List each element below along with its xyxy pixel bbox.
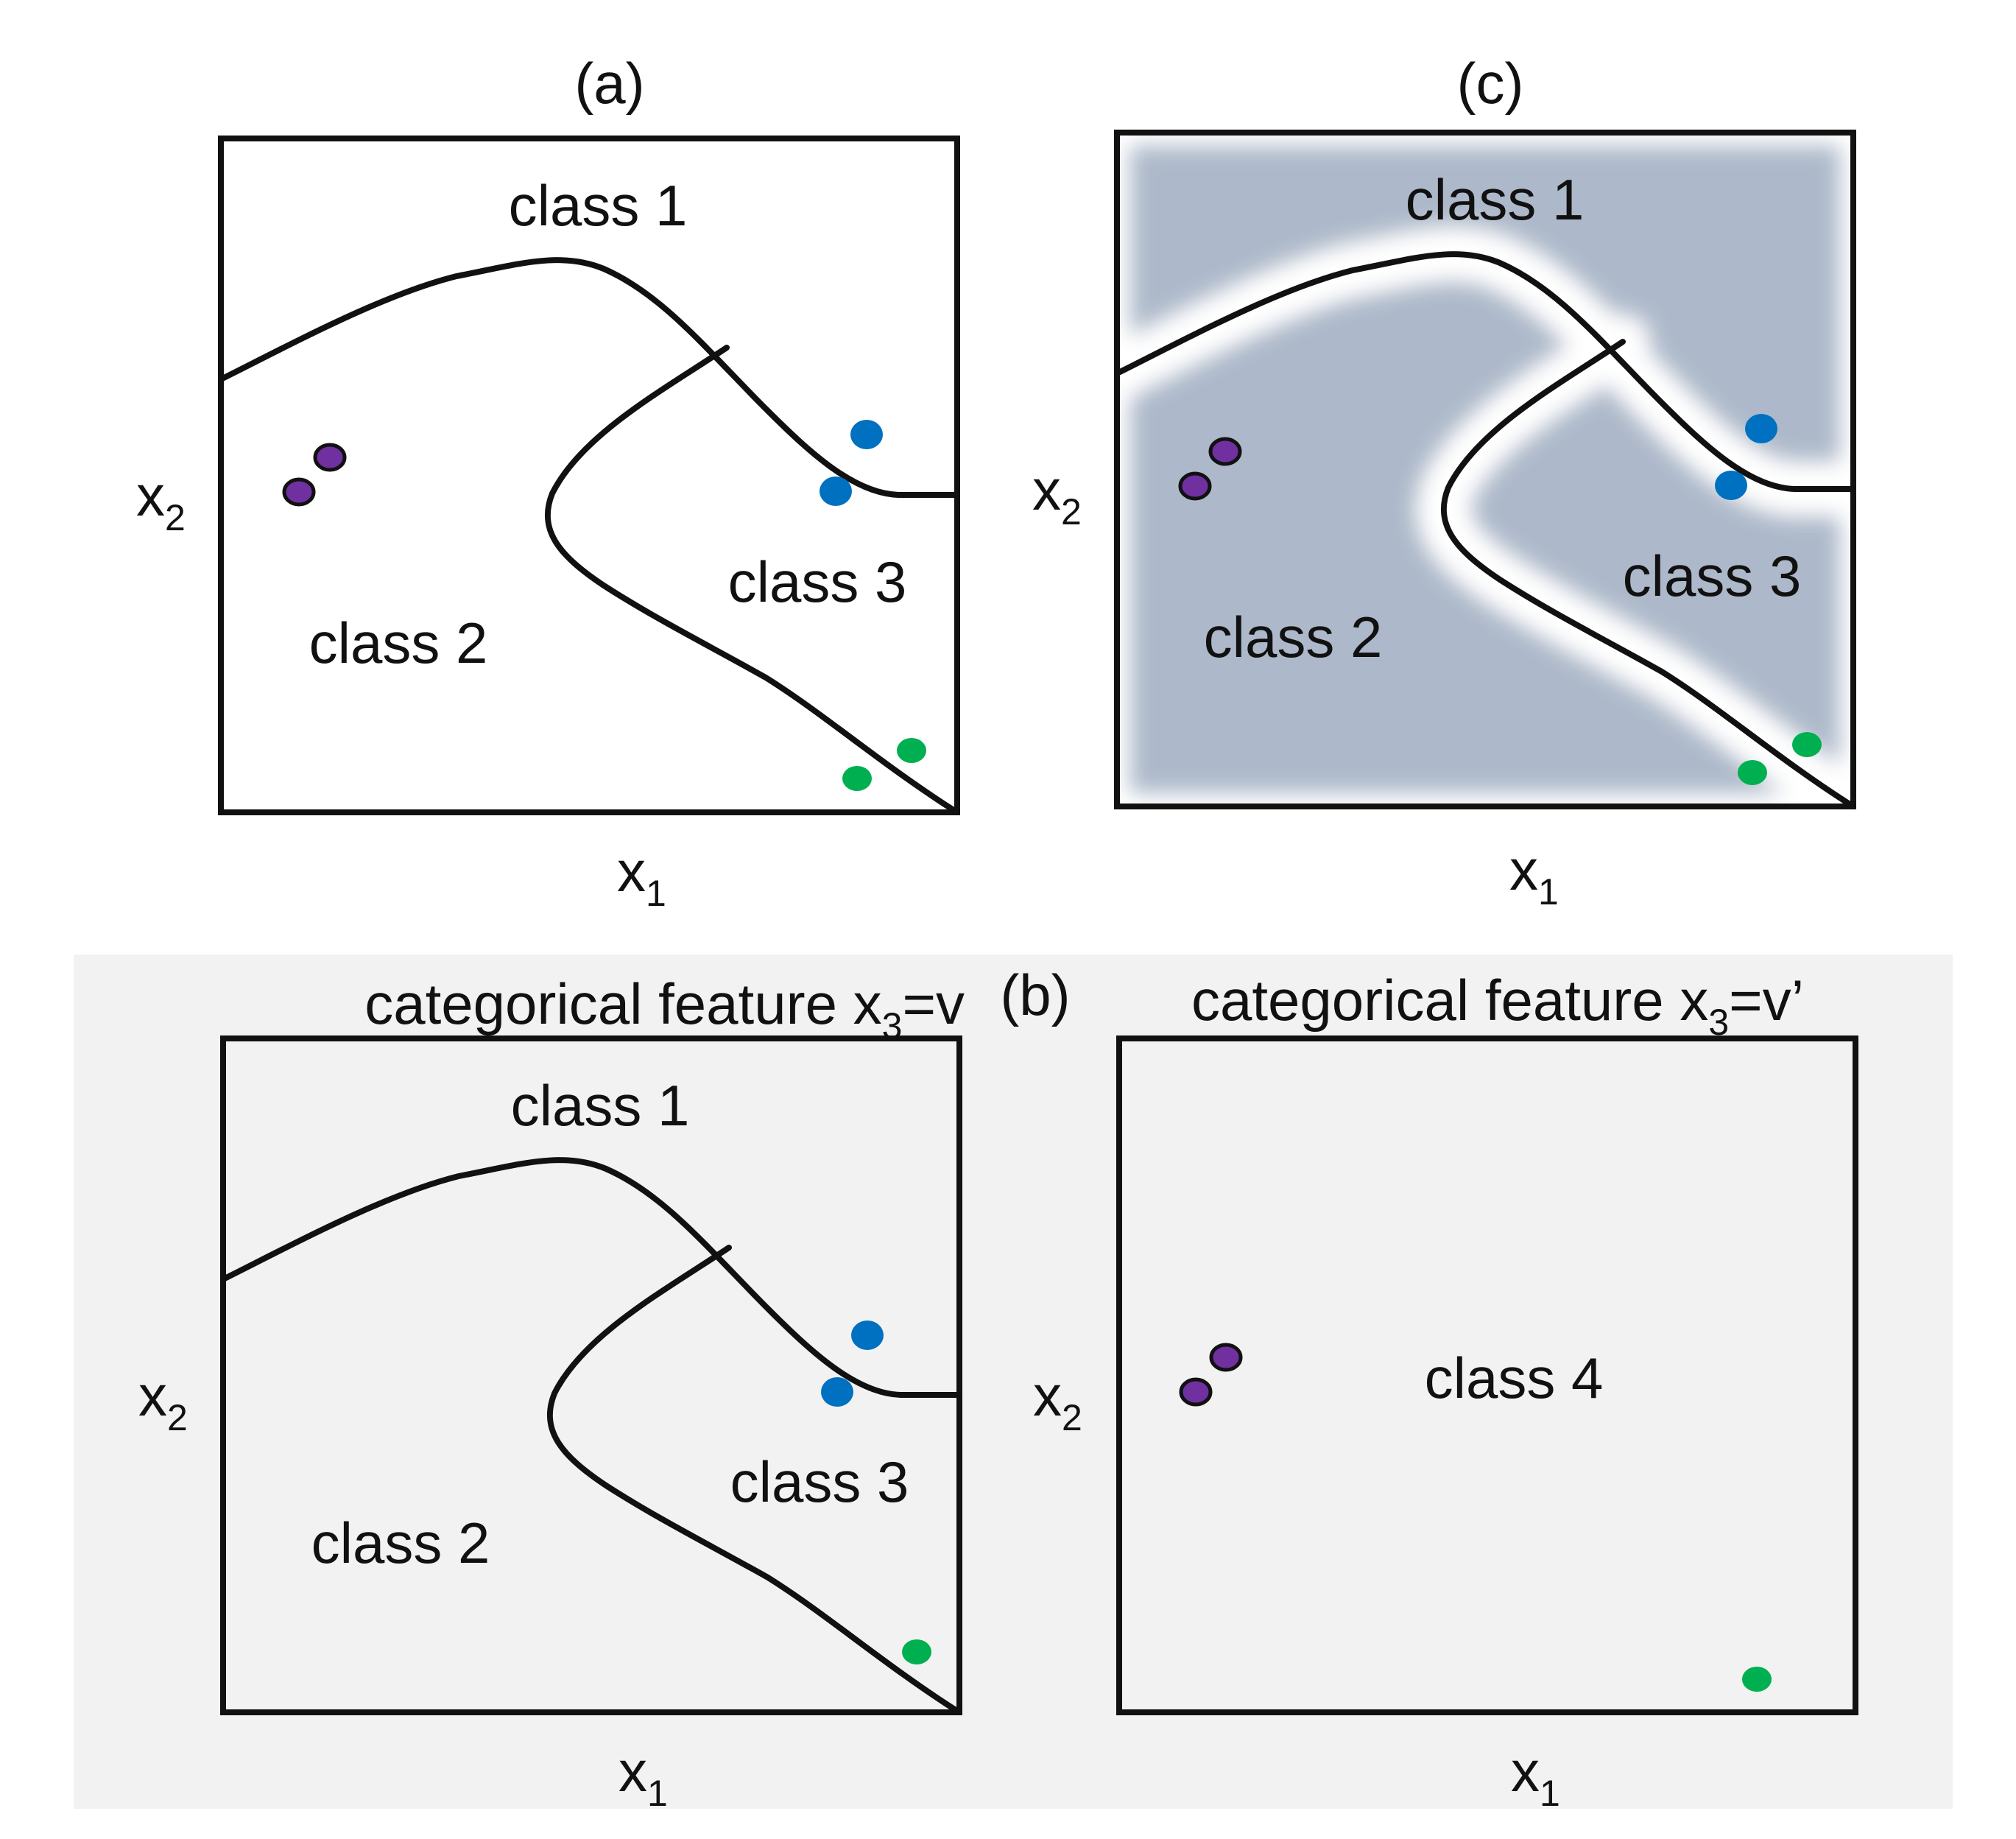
- svg-text:x1: x1: [617, 839, 666, 914]
- panel-a-region-class3: class 3: [728, 549, 907, 614]
- panel-b-left-point-blue: [851, 1321, 884, 1350]
- svg-text:x1: x1: [1511, 1739, 1560, 1814]
- panel-b-right-x-axis-label: x1: [1511, 1739, 1560, 1814]
- panel-b-right-point-purple: [1179, 1377, 1213, 1407]
- panel-b-left-y-axis-label: x2: [138, 1363, 188, 1438]
- panel-b-left-region-class2: class 2: [311, 1511, 490, 1575]
- panel-b-right-frame: [1116, 1035, 1858, 1715]
- panel-c-point-blue: [1745, 414, 1777, 443]
- panel-b-right-region-class4: class 4: [1425, 1346, 1604, 1410]
- panel-b-left-region-class1: class 1: [511, 1073, 690, 1138]
- panel-c-letter: (c): [1457, 51, 1524, 116]
- panel-c-region-class1: class 1: [1406, 167, 1585, 232]
- panel-b-right-y-axis-label: x2: [1033, 1363, 1082, 1438]
- svg-text:x2: x2: [1033, 1363, 1082, 1438]
- panel-a-y-axis-label: x2: [136, 463, 186, 538]
- panel-b: (b) categorical feature x3=v class 1 cla…: [138, 963, 1858, 1814]
- panel-a-point-blue: [820, 477, 852, 506]
- svg-text:x1: x1: [1509, 837, 1559, 913]
- panel-b-left-point-green: [902, 1639, 931, 1664]
- panel-a-point-purple: [313, 443, 347, 472]
- svg-text:categorical feature x3=v: categorical feature x3=v: [364, 971, 965, 1047]
- panel-a-x-axis-label: x1: [617, 839, 666, 914]
- panel-a-region-class2: class 2: [309, 611, 488, 675]
- panel-b-right-point-green: [1742, 1667, 1772, 1692]
- svg-text:x2: x2: [1032, 457, 1082, 532]
- panel-b-left-region-class3: class 3: [730, 1449, 909, 1514]
- svg-text:x2: x2: [136, 463, 186, 538]
- panel-c-boundary-lower: [1440, 339, 1856, 809]
- panel-b-left-point-blue: [821, 1377, 853, 1407]
- panel-b-letter: (b): [1000, 963, 1070, 1027]
- svg-text:categorical feature x3=v’: categorical feature x3=v’: [1191, 968, 1804, 1043]
- panel-c-point-green: [1792, 732, 1822, 757]
- panel-a-point-blue: [850, 420, 883, 449]
- panel-b-right-title: categorical feature x3=v’: [1191, 968, 1804, 1043]
- panel-c-point-purple: [1208, 437, 1242, 466]
- panel-c-point-blue: [1715, 471, 1747, 500]
- panel-c-point-green: [1738, 760, 1767, 785]
- panel-c-region-class2: class 2: [1204, 605, 1383, 669]
- panel-b-left-boundary-upper: [220, 1157, 962, 1398]
- panel-a-point-green: [897, 738, 926, 763]
- panel-c-y-axis-label: x2: [1032, 457, 1082, 532]
- panel-a-letter: (a): [574, 51, 644, 116]
- panel-c-point-purple: [1178, 471, 1212, 501]
- panel-a-point-green: [842, 766, 872, 791]
- panel-c-x-axis-label: x1: [1509, 837, 1559, 913]
- panel-b-left-frame: [220, 1035, 962, 1715]
- panel-c-boundary-upper: [1114, 251, 1856, 492]
- svg-text:x1: x1: [618, 1739, 668, 1814]
- panel-a: (a) class 1 class 2 class 3 x1 x2: [136, 51, 960, 914]
- panel-b-background: [74, 954, 1953, 1809]
- panel-b-left-title: categorical feature x3=v: [364, 971, 965, 1047]
- panel-c-region-class3: class 3: [1623, 544, 1802, 608]
- panel-a-frame: [218, 136, 960, 815]
- panel-b-left: categorical feature x3=v class 1 class 2…: [138, 971, 965, 1814]
- panel-b-right-point-purple: [1209, 1343, 1243, 1372]
- panel-c: (c) class 1 class 2 class 3 x1 x2: [1032, 51, 1856, 913]
- panel-a-boundary-upper: [218, 257, 960, 498]
- panel-b-left-boundary-lower: [546, 1245, 962, 1715]
- panel-a-boundary-lower: [544, 345, 960, 815]
- panel-a-region-class1: class 1: [509, 173, 688, 238]
- panel-b-right: categorical feature x3=v’ class 4 x1 x2: [1033, 968, 1858, 1814]
- panel-a-point-purple: [282, 477, 316, 507]
- panel-b-left-x-axis-label: x1: [618, 1739, 668, 1814]
- svg-text:x2: x2: [138, 1363, 188, 1438]
- panel-c-frame: [1114, 130, 1856, 809]
